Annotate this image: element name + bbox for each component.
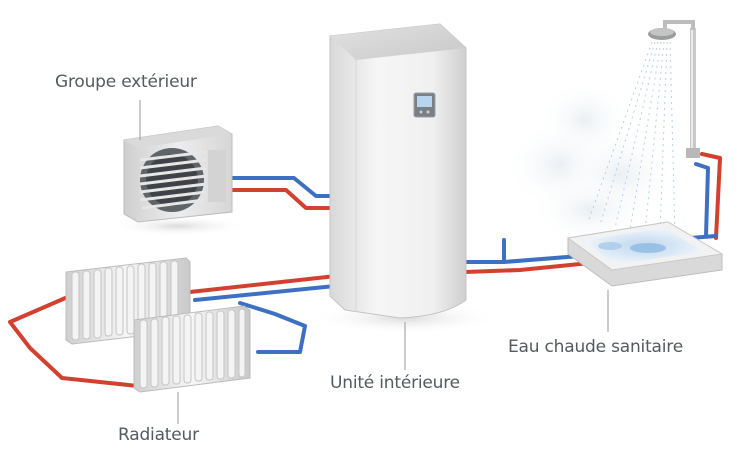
label-radiator: Radiateur bbox=[118, 425, 199, 445]
dhw-cold-pipe bbox=[463, 238, 582, 264]
label-domestic-hot-water: Eau chaude sanitaire bbox=[508, 337, 683, 357]
leader-lines bbox=[139, 100, 609, 424]
shower-icon bbox=[648, 20, 700, 158]
indoor-unit-icon bbox=[329, 23, 467, 319]
radiator-icon-front bbox=[133, 305, 251, 393]
steam-cloud bbox=[505, 80, 675, 245]
label-outdoor-unit: Groupe extérieur bbox=[55, 72, 197, 92]
outdoor-unit-icon bbox=[123, 125, 233, 223]
dhw-hot-pipe bbox=[463, 260, 602, 274]
radiator-cold-pipe bbox=[193, 283, 347, 354]
label-indoor-unit: Unité intérieure bbox=[330, 373, 460, 393]
shower-spray bbox=[587, 41, 676, 233]
shower-hot-pipe bbox=[700, 152, 722, 240]
shower-cold-pipe bbox=[694, 162, 710, 238]
outdoor-hot-pipe bbox=[230, 188, 334, 210]
radiator-hot-pipe bbox=[8, 273, 347, 388]
outdoor-cold-pipe bbox=[230, 176, 334, 198]
outdoor-unit-shadow bbox=[108, 216, 248, 236]
shower-tray-icon bbox=[566, 221, 724, 287]
